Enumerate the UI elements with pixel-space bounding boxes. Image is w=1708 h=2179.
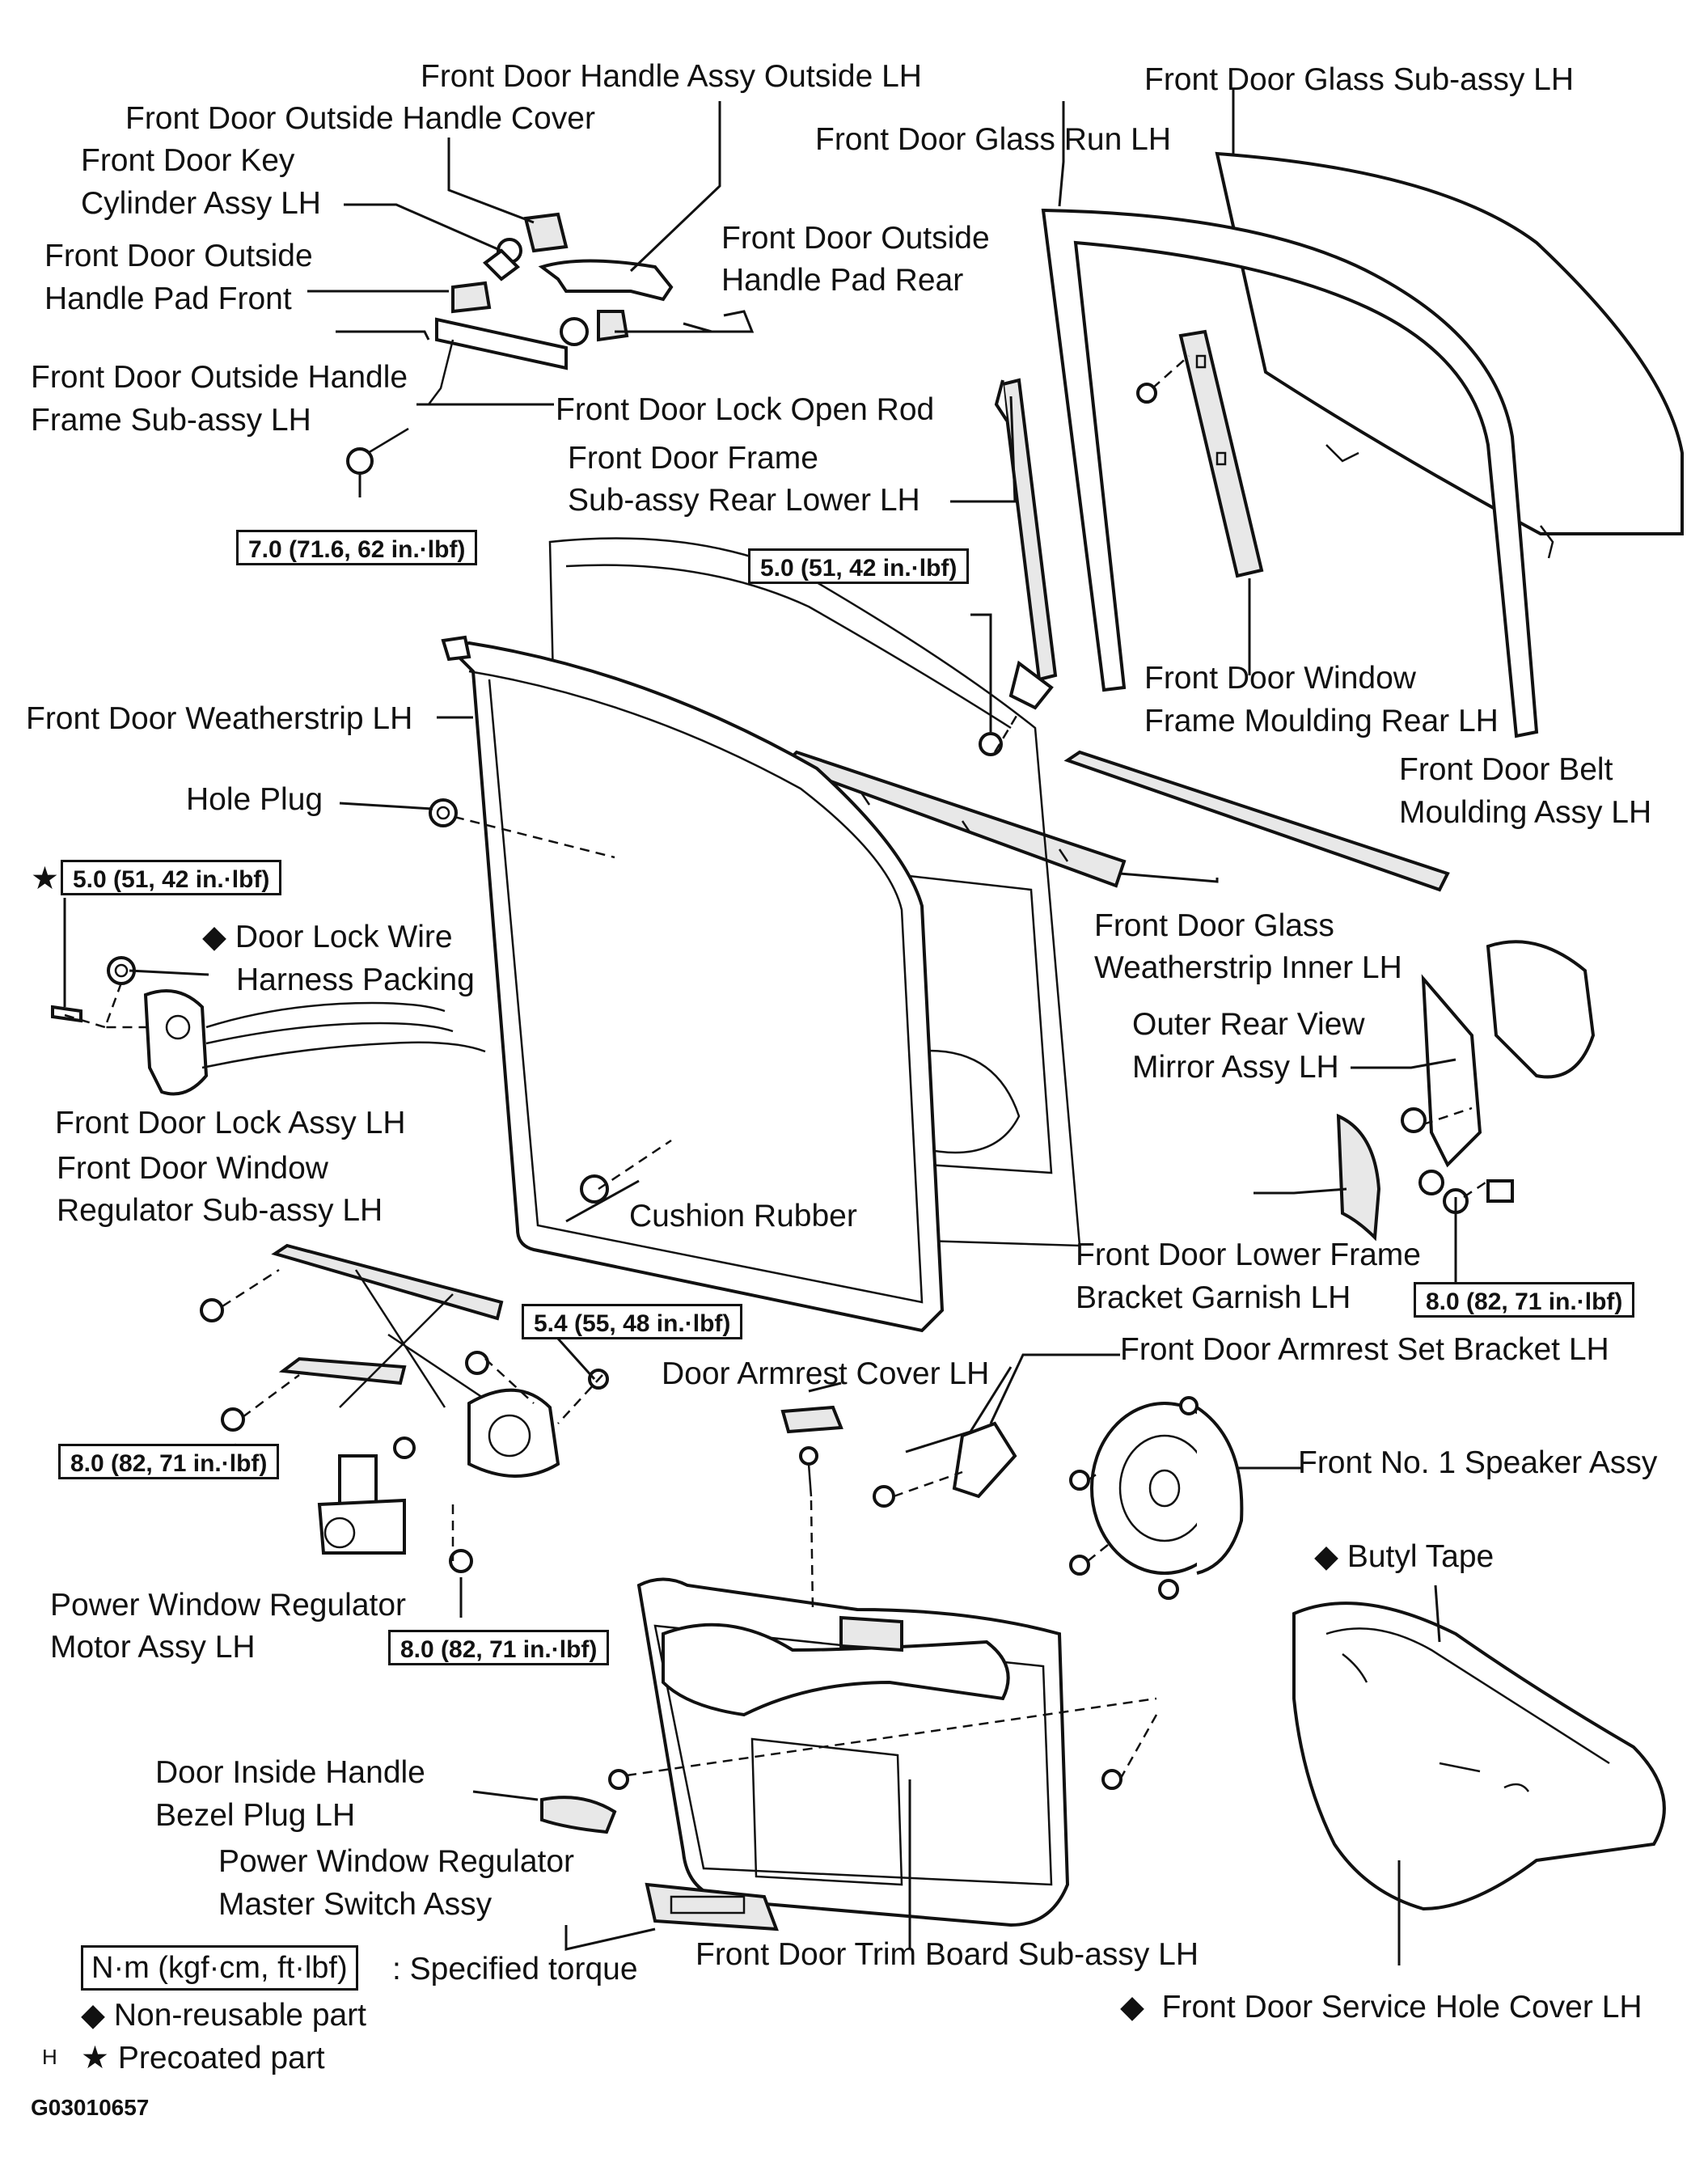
torque-handle: 7.0 (71.6, 62 in.·lbf) bbox=[236, 530, 478, 565]
legend-non-reusable-text: Non-reusable part bbox=[113, 1998, 367, 2033]
label-key-cylinder-line2: Cylinder Assy LH bbox=[81, 186, 321, 221]
label-wire-packing-line1: ◆ Door Lock Wire bbox=[202, 916, 453, 958]
label-trim-board: Front Door Trim Board Sub-assy LH bbox=[695, 1937, 1199, 1972]
label-key-cylinder-line1: Front Door Key bbox=[81, 143, 295, 178]
label-hole-plug: Hole Plug bbox=[186, 782, 323, 817]
label-mirror-line1: Outer Rear View bbox=[1132, 1007, 1365, 1042]
star-mark: ★ bbox=[31, 861, 59, 896]
legend-unit-box: N·m (kgf·cm, ft·lbf) bbox=[81, 1945, 358, 1991]
torque-lock: 5.0 (51, 42 in.·lbf) bbox=[61, 860, 282, 895]
front-door-lock-assy-part bbox=[51, 956, 486, 1096]
label-window-moulding-line1: Front Door Window bbox=[1144, 661, 1416, 696]
torque-frame-rear: 5.0 (51, 42 in.·lbf) bbox=[748, 548, 970, 584]
front-door-window-frame-moulding-part bbox=[1178, 329, 1264, 578]
label-pad-rear-line2: Handle Pad Rear bbox=[721, 263, 964, 298]
front-door-window-regulator-part bbox=[271, 1243, 560, 1478]
label-belt-moulding-line1: Front Door Belt bbox=[1399, 752, 1613, 787]
label-wire-packing-line2: Harness Packing bbox=[236, 963, 475, 997]
label-window-moulding-line2: Frame Moulding Rear LH bbox=[1144, 704, 1499, 738]
label-regulator-line1: Front Door Window bbox=[57, 1151, 328, 1186]
label-glass-weatherstrip-inner-line2: Weatherstrip Inner LH bbox=[1094, 950, 1402, 985]
label-speaker: Front No. 1 Speaker Assy bbox=[1298, 1445, 1658, 1480]
label-frame-rear-lower-line2: Sub-assy Rear Lower LH bbox=[568, 483, 920, 518]
front-door-service-hole-cover-part bbox=[1292, 1601, 1666, 1911]
door-armrest-cover-part bbox=[780, 1405, 843, 1434]
front-door-glass-run-part bbox=[1041, 208, 1539, 738]
diamond-mark: ◆ bbox=[1314, 1539, 1338, 1574]
legend-precoated: ★ Precoated part bbox=[81, 2037, 325, 2080]
label-glass-run: Front Door Glass Run LH bbox=[815, 122, 1171, 157]
label-glass-weatherstrip-inner-line1: Front Door Glass bbox=[1094, 908, 1334, 943]
torque-regulator-rail: 5.4 (55, 48 in.·lbf) bbox=[522, 1304, 743, 1339]
label-glass-subassy: Front Door Glass Sub-assy LH bbox=[1144, 62, 1575, 97]
inside-handle-bezel-plug-part bbox=[540, 1796, 617, 1834]
front-speaker-part bbox=[1090, 1402, 1244, 1575]
label-butyl-tape-text: Butyl Tape bbox=[1347, 1539, 1494, 1574]
label-handle-frame-line2: Frame Sub-assy LH bbox=[31, 403, 311, 438]
label-lower-frame-line2: Bracket Garnish LH bbox=[1076, 1280, 1351, 1315]
label-motor-line2: Motor Assy LH bbox=[50, 1630, 256, 1665]
figure-reference: G03010657 bbox=[31, 2095, 150, 2120]
label-butyl-tape: ◆ Butyl Tape bbox=[1314, 1535, 1494, 1578]
label-inside-bezel-line1: Door Inside Handle bbox=[155, 1755, 425, 1790]
torque-regulator: 8.0 (82, 71 in.·lbf) bbox=[58, 1444, 280, 1479]
outer-rear-view-mirror-part bbox=[1336, 940, 1596, 1242]
torque-motor: 8.0 (82, 71 in.·lbf) bbox=[388, 1630, 610, 1665]
diamond-mark: ◆ bbox=[81, 1998, 105, 2033]
power-window-motor-part bbox=[317, 1454, 406, 1555]
dashed-guide-lines bbox=[64, 355, 1489, 1780]
star-mark: ★ bbox=[81, 2041, 109, 2075]
label-armrest-cover: Door Armrest Cover LH bbox=[662, 1356, 990, 1391]
label-front-door-handle-assy-outside: Front Door Handle Assy Outside LH bbox=[421, 59, 922, 94]
label-lower-frame-line1: Front Door Lower Frame bbox=[1076, 1238, 1421, 1272]
legend-specified-torque: : Specified torque bbox=[392, 1952, 638, 1986]
label-inside-bezel-line2: Bezel Plug LH bbox=[155, 1798, 356, 1833]
label-pad-rear-line1: Front Door Outside bbox=[721, 221, 990, 256]
label-cushion-rubber: Cushion Rubber bbox=[629, 1199, 857, 1233]
label-mirror-line2: Mirror Assy LH bbox=[1132, 1050, 1339, 1085]
diamond-mark: ◆ bbox=[202, 920, 226, 954]
label-handle-frame-line1: Front Door Outside Handle bbox=[31, 360, 408, 395]
label-lock-assy: Front Door Lock Assy LH bbox=[55, 1106, 406, 1140]
label-lock-open-rod: Front Door Lock Open Rod bbox=[556, 392, 935, 427]
label-master-switch-line2: Master Switch Assy bbox=[218, 1887, 493, 1922]
legend-precoated-text: Precoated part bbox=[117, 2041, 325, 2075]
label-regulator-line2: Regulator Sub-assy LH bbox=[57, 1193, 383, 1228]
label-front-door-outside-handle-cover: Front Door Outside Handle Cover bbox=[125, 101, 595, 136]
label-motor-line1: Power Window Regulator bbox=[50, 1588, 407, 1623]
front-door-trim-board-part bbox=[636, 1577, 1070, 1927]
armrest-set-bracket-part bbox=[952, 1421, 1017, 1499]
label-master-switch-line1: Power Window Regulator bbox=[218, 1844, 575, 1879]
label-pad-front-line1: Front Door Outside bbox=[44, 239, 313, 273]
front-door-belt-moulding-part bbox=[1063, 750, 1450, 892]
label-service-hole-cover-text: Front Door Service Hole Cover LH bbox=[1161, 1990, 1642, 2025]
label-wire-packing-text: Door Lock Wire bbox=[235, 920, 453, 954]
label-belt-moulding-line2: Moulding Assy LH bbox=[1399, 795, 1652, 830]
label-weatherstrip: Front Door Weatherstrip LH bbox=[26, 701, 413, 736]
master-switch-part bbox=[645, 1882, 779, 1931]
front-door-frame-rear-lower-part bbox=[994, 378, 1058, 710]
legend-non-reusable: ◆ Non-reusable part bbox=[81, 1994, 366, 2037]
torque-mirror: 8.0 (82, 71 in.·lbf) bbox=[1414, 1282, 1635, 1318]
outside-handle-cluster bbox=[428, 212, 674, 405]
label-frame-rear-lower-line1: Front Door Frame bbox=[568, 441, 818, 476]
front-door-weatherstrip-part bbox=[441, 635, 945, 1333]
label-armrest-bracket: Front Door Armrest Set Bracket LH bbox=[1120, 1332, 1609, 1367]
label-service-hole-cover: ◆ Front Door Service Hole Cover LH bbox=[1120, 1986, 1642, 2029]
label-pad-front-line2: Handle Pad Front bbox=[44, 281, 292, 316]
legend-corner-mark: H bbox=[42, 2045, 57, 2069]
diamond-mark: ◆ bbox=[1120, 1990, 1144, 2025]
